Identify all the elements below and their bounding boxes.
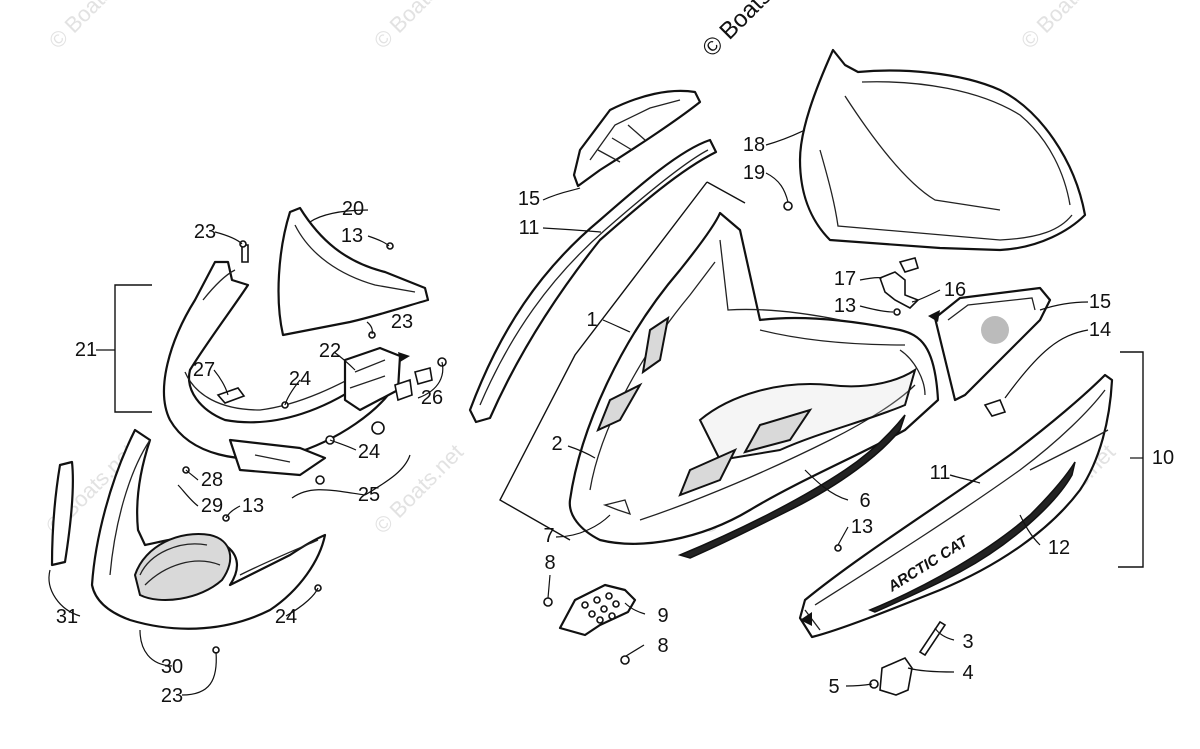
callout-30: 30 xyxy=(161,656,183,678)
callout-2: 2 xyxy=(551,433,562,455)
callout-3: 3 xyxy=(962,631,973,653)
callout-27: 27 xyxy=(193,359,215,381)
callout-23: 23 xyxy=(194,221,216,243)
callout-23: 23 xyxy=(161,685,183,707)
callout-22: 22 xyxy=(319,340,341,362)
callout-11: 11 xyxy=(519,217,540,239)
nose-panel xyxy=(277,206,430,337)
watermark-top: © Boats.net xyxy=(697,0,805,62)
callout-13: 13 xyxy=(834,295,856,317)
callout-19: 19 xyxy=(743,162,765,184)
arrowheads xyxy=(398,310,940,626)
leader-lines xyxy=(48,129,1143,696)
callout-1: 1 xyxy=(586,309,597,331)
callout-18: 18 xyxy=(743,134,765,156)
callout-11: 11 xyxy=(930,462,951,484)
callout-13: 13 xyxy=(242,495,264,517)
callout-23: 23 xyxy=(391,311,413,333)
side-vent-right xyxy=(933,286,1052,402)
callout-4: 4 xyxy=(962,662,973,684)
watermark: © Boats.net xyxy=(369,439,468,538)
belly-pan xyxy=(50,428,327,630)
callout-28: 28 xyxy=(201,469,223,491)
watermark: © Boats.net xyxy=(1016,0,1115,54)
callout-13: 13 xyxy=(341,225,363,247)
callout-13: 13 xyxy=(851,516,873,538)
washer xyxy=(620,655,630,665)
skid-plate xyxy=(558,583,637,637)
callout-20: 20 xyxy=(342,198,364,220)
callout-8: 8 xyxy=(544,552,555,574)
callout-6: 6 xyxy=(859,490,870,512)
callout-25: 25 xyxy=(358,484,380,506)
callouts: 1 2 3 4 5 6 7 8 8 9 10 11 11 12 13 13 13… xyxy=(56,134,1174,707)
callout-12: 12 xyxy=(1048,537,1070,559)
callout-24: 24 xyxy=(358,441,380,463)
callout-14: 14 xyxy=(1089,319,1111,341)
callout-10: 10 xyxy=(1152,447,1174,469)
callout-7: 7 xyxy=(543,525,554,547)
hardware-right xyxy=(783,201,1007,696)
callout-29: 29 xyxy=(201,495,223,517)
callout-24: 24 xyxy=(289,368,311,390)
windshield xyxy=(798,48,1087,252)
callout-16: 16 xyxy=(944,279,966,301)
hood xyxy=(568,211,940,559)
watermark: © Boats.net xyxy=(44,0,143,54)
callout-8: 8 xyxy=(657,635,668,657)
callout-9: 9 xyxy=(657,605,668,627)
callout-15: 15 xyxy=(1089,291,1111,313)
callout-5: 5 xyxy=(828,676,839,698)
callout-17: 17 xyxy=(834,268,856,290)
callout-15: 15 xyxy=(518,188,540,210)
washer xyxy=(543,597,553,607)
callout-24: 24 xyxy=(275,606,297,628)
brackets xyxy=(114,181,1144,568)
callout-21: 21 xyxy=(75,339,97,361)
watermark: © Boats.net xyxy=(369,0,468,54)
hardware-left xyxy=(182,240,447,654)
side-trim-left xyxy=(468,138,718,424)
upper-side-vent xyxy=(572,89,702,188)
callout-31: 31 xyxy=(56,606,78,628)
callout-26: 26 xyxy=(421,387,443,409)
